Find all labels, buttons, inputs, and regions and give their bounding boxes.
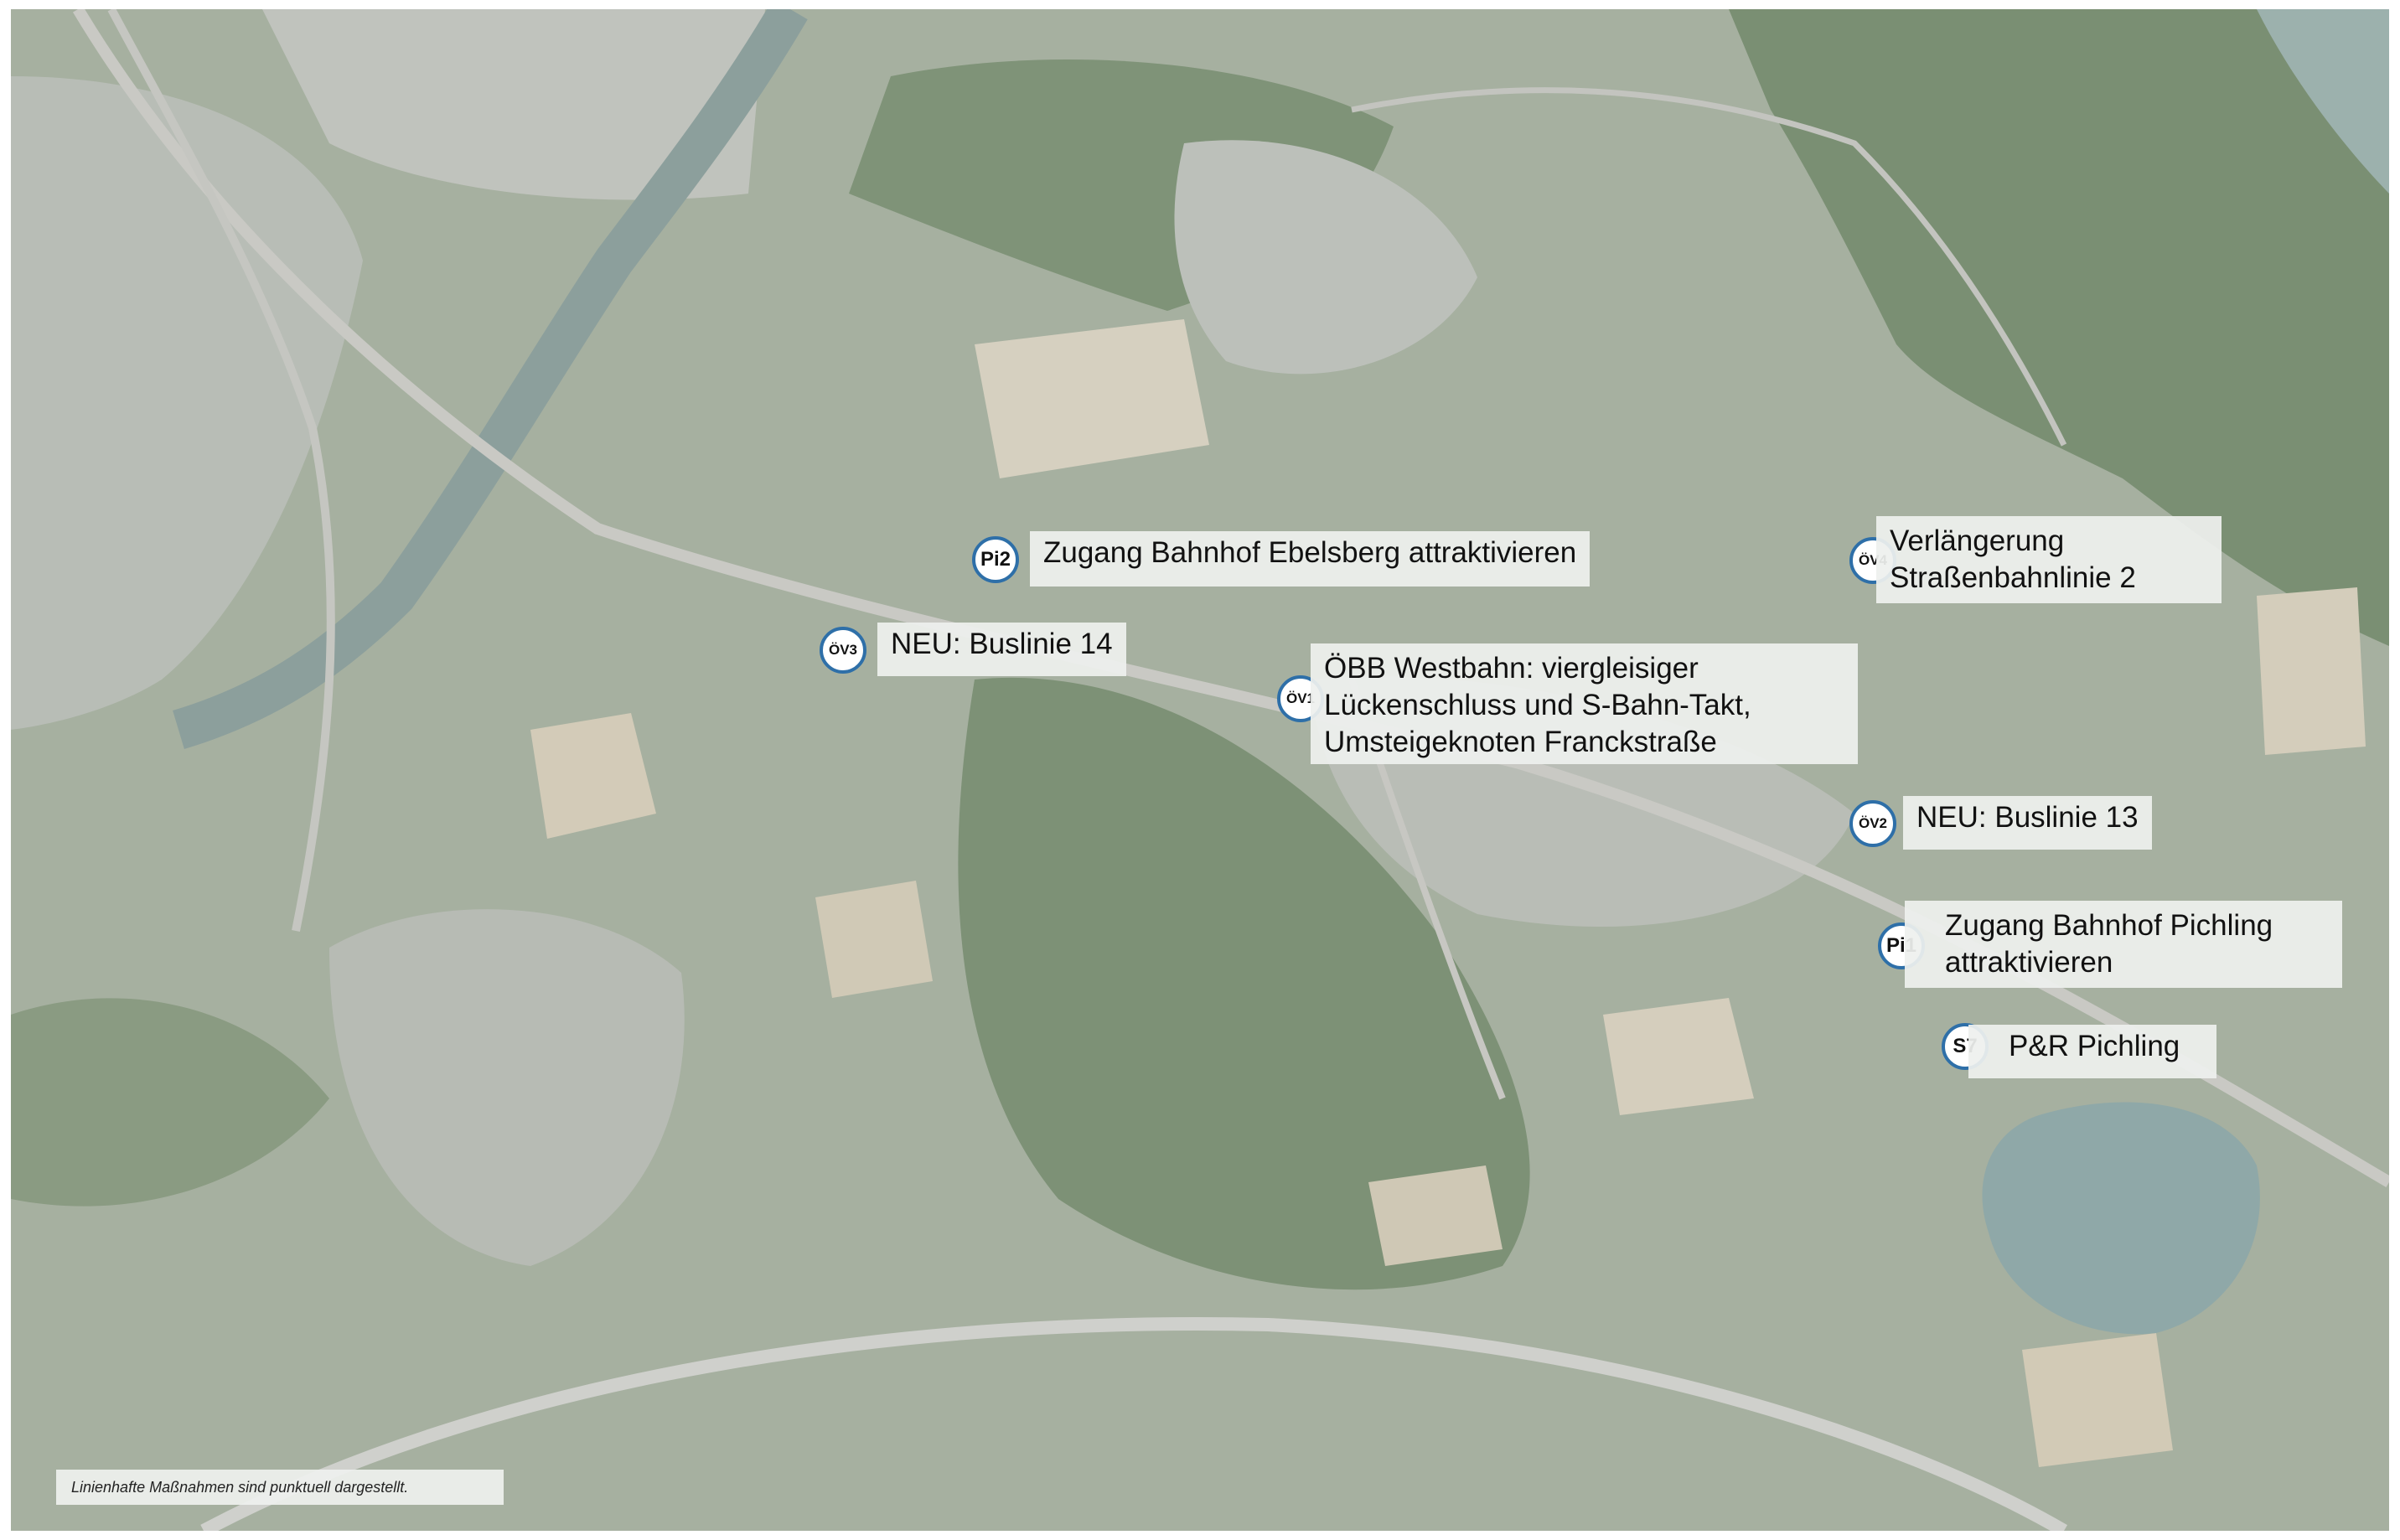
marker-label-pi1: Zugang Bahnhof Pichling attraktivieren (1905, 901, 2342, 988)
marker-label-oev1: ÖBB Westbahn: viergleisiger Lückenschlus… (1311, 643, 1858, 764)
marker-label-oev2: NEU: Buslinie 13 (1903, 796, 2152, 850)
marker-badge-oev2[interactable]: ÖV2 (1849, 800, 1896, 847)
marker-label-oev3: NEU: Buslinie 14 (877, 623, 1126, 676)
marker-label-pi2: Zugang Bahnhof Ebelsberg attraktivieren (1030, 531, 1591, 587)
aerial-map[interactable]: Pi2 Zugang Bahnhof Ebelsberg attraktivie… (11, 9, 2389, 1531)
marker-badge-pi2[interactable]: Pi2 (972, 536, 1019, 583)
marker-label-oev4: Verlängerung Straßenbahnlinie 2 (1876, 516, 2222, 603)
footnote: Linienhafte Maßnahmen sind punktuell dar… (56, 1470, 504, 1505)
aerial-photo-background (11, 9, 2389, 1531)
marker-label-s7: P&R Pichling (1968, 1025, 2216, 1078)
marker-badge-oev3[interactable]: ÖV3 (820, 627, 866, 674)
